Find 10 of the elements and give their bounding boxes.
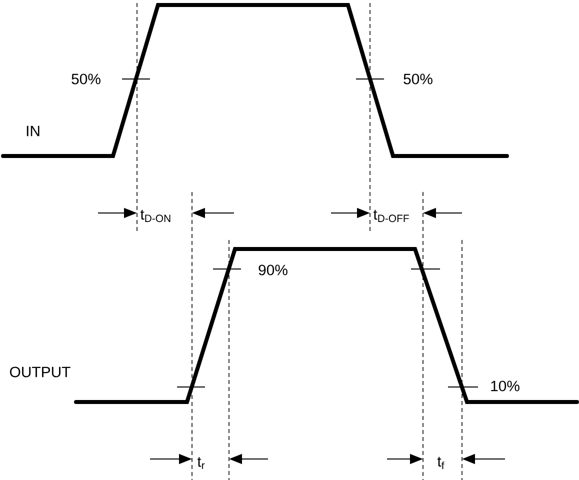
signal-label: OUTPUT	[10, 366, 70, 378]
percent-label: 50%	[72, 74, 100, 84]
percent-label: 90%	[258, 264, 288, 276]
timing-label: t$_{D-ON}$	[140, 210, 170, 222]
timing-label: t$_{f}$	[437, 456, 444, 470]
signal-label: IN	[26, 126, 40, 136]
percent-label: 10%	[491, 380, 520, 392]
timing-label: t$_{D-OFF}$	[373, 210, 409, 222]
timing-label: t$_{r}$	[197, 457, 205, 469]
percent-label: 50%	[404, 74, 432, 84]
